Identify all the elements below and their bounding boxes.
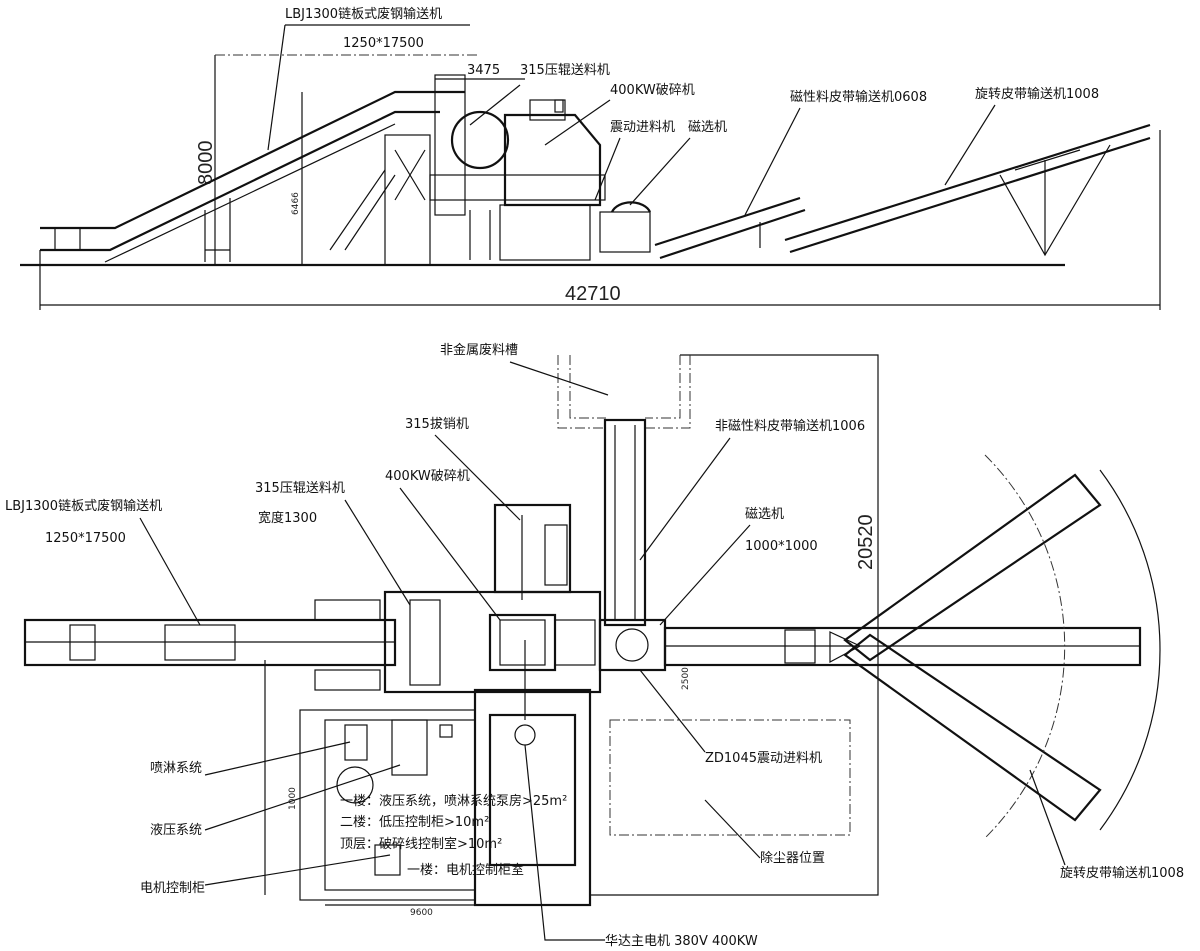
label-chain-conveyor-size-plan: 1250*17500 [45,531,126,546]
label-nonmetal-trough: 非金属废料槽 [440,342,518,358]
label-magnetic-separator: 磁选机 [688,120,727,135]
dust-collector-area [609,719,851,836]
label-motor-cabinet: 电机控制柜 [140,881,205,896]
label-spray-system: 喷淋系统 [150,761,202,776]
elevation-view: 42710 8000 6466 [20,6,1161,310]
magnetic-belt-elevation [654,196,806,260]
label-chain-conveyor-plan: LBJ1300链板式废钢输送机 [5,498,162,514]
vibrating-feeder-plan [598,618,667,672]
chain-conveyor-elevation [40,90,465,263]
note-top-floor: 顶层：破碎线控制室>10m² [340,836,502,852]
label-shredder-plan: 400KW破碎机 [385,469,470,484]
label-main-motor: 华达主电机 380V 400KW [605,934,758,949]
note-motor-room: 一楼：电机控制柜室 [407,862,524,878]
dim-sub-height: 6466 [291,192,301,215]
note-floor1: 一楼：液压系统，喷淋系统泵房>25m² [340,793,567,809]
label-magnetic-separator-size: 1000*1000 [745,539,818,554]
motor-room [473,640,592,907]
label-chain-conveyor-size: 1250*17500 [343,36,424,51]
label-vibrating-feeder: 震动进料机 [610,120,675,135]
dim-3475: 3475 [467,63,500,78]
label-pin-puller: 315拔销机 [405,417,469,432]
label-roller-feeder: 315压辊送料机 [520,63,610,78]
label-magnetic-belt: 磁性料皮带输送机0608 [790,89,927,105]
nonmetal-trough [557,355,691,429]
dim-2500: 2500 [681,667,691,690]
chain-conveyor-plan [23,599,397,691]
note-floor2: 二楼：低压控制柜>10m² [340,815,489,830]
label-hydraulic-system: 液压系统 [150,823,202,838]
label-nonmagnetic-belt: 非磁性料皮带输送机1006 [715,418,865,434]
rotary-belt-plan [663,454,1161,839]
dim-9600: 9600 [410,908,433,918]
dim-total-length: 42710 [565,283,621,305]
label-vibrating-feeder-plan: ZD1045震动进料机 [705,751,822,766]
dimension-8000: 8000 6466 [195,54,480,265]
label-chain-conveyor: LBJ1300链板式废钢输送机 [285,6,442,22]
plan-labels: 非金属废料槽 315拔销机 400KW破碎机 315压辊送料机 宽度1300 L… [5,342,1184,949]
dim-1000: 1000 [288,787,298,810]
elevation-labels: LBJ1300链板式废钢输送机 1250*17500 3475 315压辊送料机… [267,6,1099,216]
plan-view: 9600 1000 20520 2500 [5,342,1184,949]
dim-width: 20520 [855,514,877,570]
label-rotary-belt: 旋转皮带输送机1008 [975,86,1099,102]
nonmagnetic-belt-plan [603,418,647,627]
label-roller-width: 宽度1300 [258,510,317,526]
label-rotary-belt-plan: 旋转皮带输送机1008 [1060,865,1184,881]
label-dust-collector: 除尘器位置 [760,851,825,866]
label-magnetic-separator-plan: 磁选机 [745,507,784,522]
rotary-belt-elevation [784,123,1151,257]
dim-height: 8000 [195,141,217,186]
dimension-42710: 42710 [39,130,1161,310]
shredder-plan [383,503,602,694]
label-shredder: 400KW破碎机 [610,83,695,98]
label-roller-feeder-plan: 315压辊送料机 [255,481,345,496]
magnetic-separator-elevation [599,201,651,253]
shredder-elevation [329,74,606,266]
